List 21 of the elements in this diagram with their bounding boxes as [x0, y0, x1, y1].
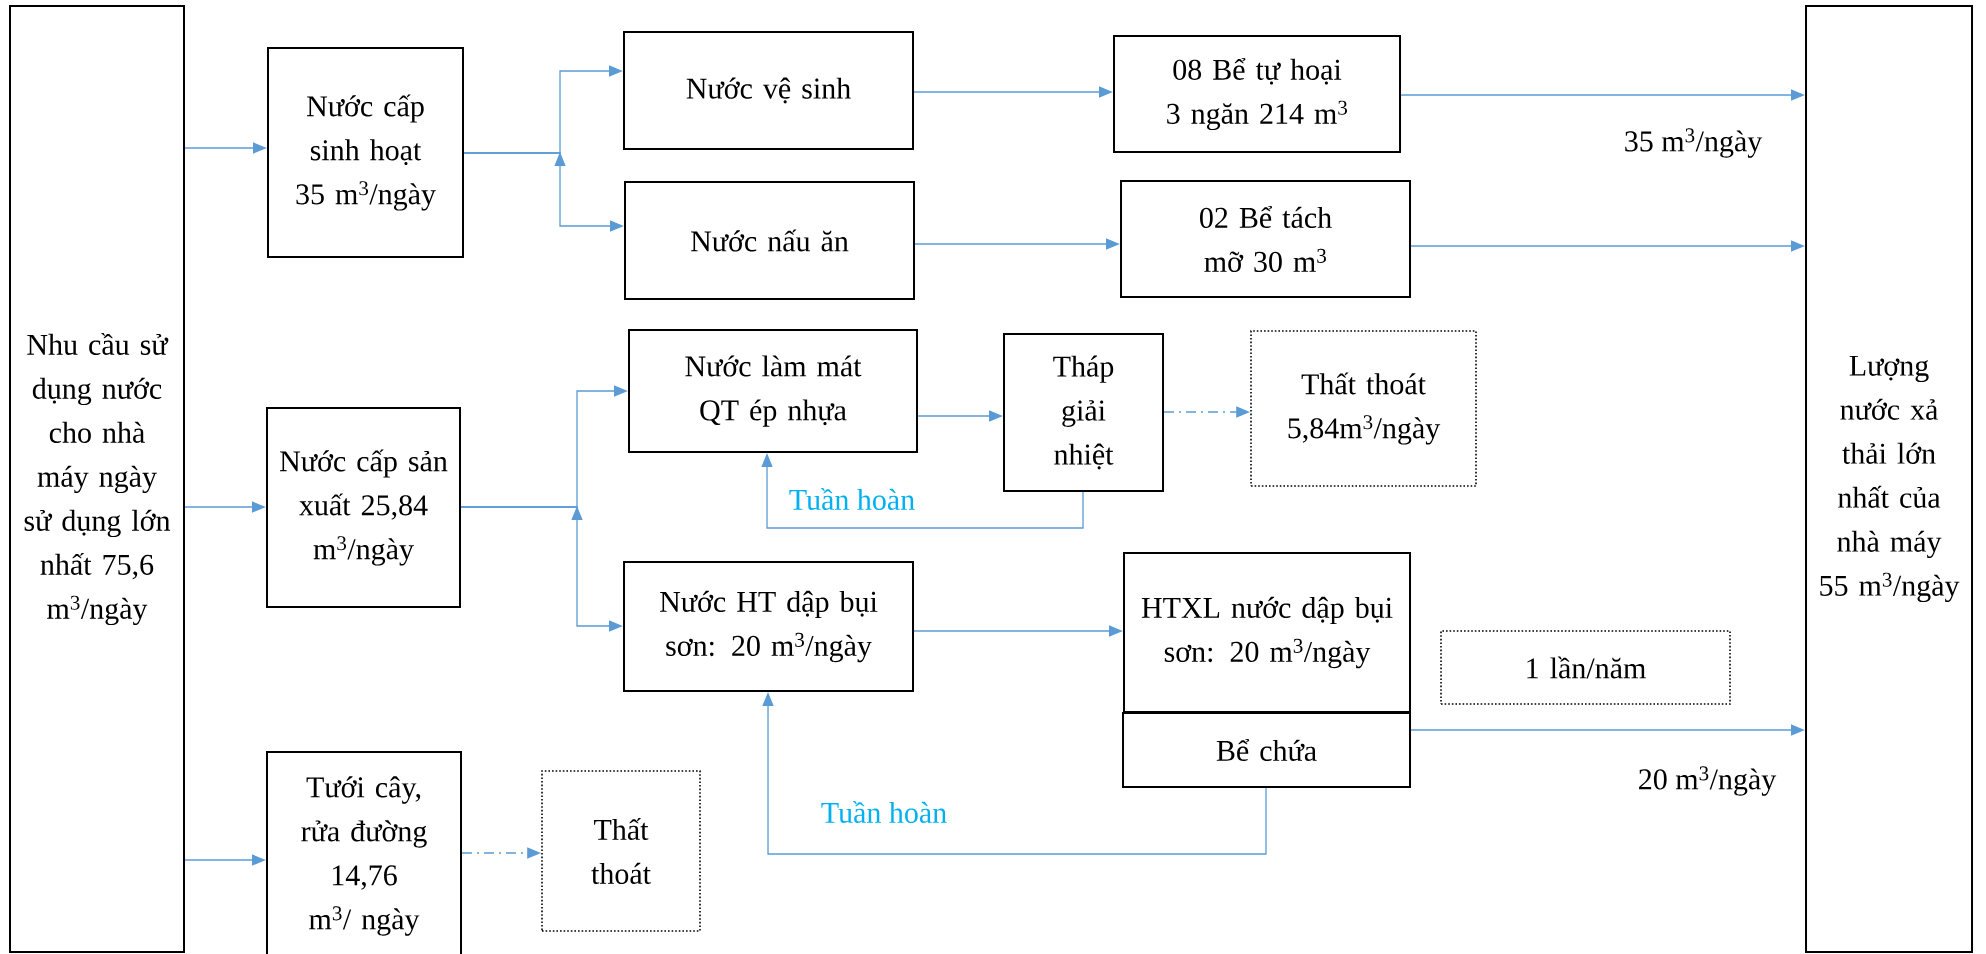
process-box: Bể chứa	[1122, 712, 1411, 788]
process-box: Nước cấp sản xuất 25,84 m$^{3}$/ngày	[266, 407, 461, 608]
edge-label: 20 m$^{3}$/ngày	[1635, 764, 1779, 798]
process-box: Nước vệ sinh	[623, 31, 914, 150]
loss-box: Thất thoát	[541, 770, 701, 932]
process-box: HTXL nước dập bụi sơn: 20 m$^{3}$/ngày	[1123, 552, 1411, 713]
process-box: Tháp giải nhiệt	[1003, 333, 1164, 492]
process-box: 02 Bể tách mỡ 30 m$^{3}$	[1120, 180, 1411, 298]
process-box: 08 Bể tự hoại 3 ngăn 214 m$^{3}$	[1113, 35, 1401, 153]
process-box: Nhu cầu sử dụng nước cho nhà máy ngày sử dụng lớn nhất 75,6 m$^{3}$/ngày	[9, 5, 185, 953]
note-box: 1 lần/năm	[1440, 630, 1731, 705]
process-box: Nước cấp sinh hoạt 35 m$^{3}$/ngày	[267, 47, 464, 258]
edge-label: 35 m$^{3}$/ngày	[1621, 126, 1765, 160]
edge-label: Tuần hoàn	[818, 799, 950, 825]
edge-label: Tuần hoàn	[786, 486, 918, 512]
loss-box: Thất thoát 5,84m$^{3}$/ngày	[1250, 330, 1477, 487]
process-box: Nước HT dập bụi sơn: 20 m$^{3}$/ngày	[623, 561, 914, 692]
process-box: Nước nấu ăn	[624, 181, 915, 300]
process-box: Lượng nước xả thải lớn nhất của nhà máy 55 m$^{3}$/ngày	[1805, 5, 1973, 953]
process-box: Tưới cây, rửa đường 14,76 m$^{3}$/ ngày	[266, 751, 462, 954]
process-box: Nước làm mát QT ép nhựa	[628, 329, 918, 453]
